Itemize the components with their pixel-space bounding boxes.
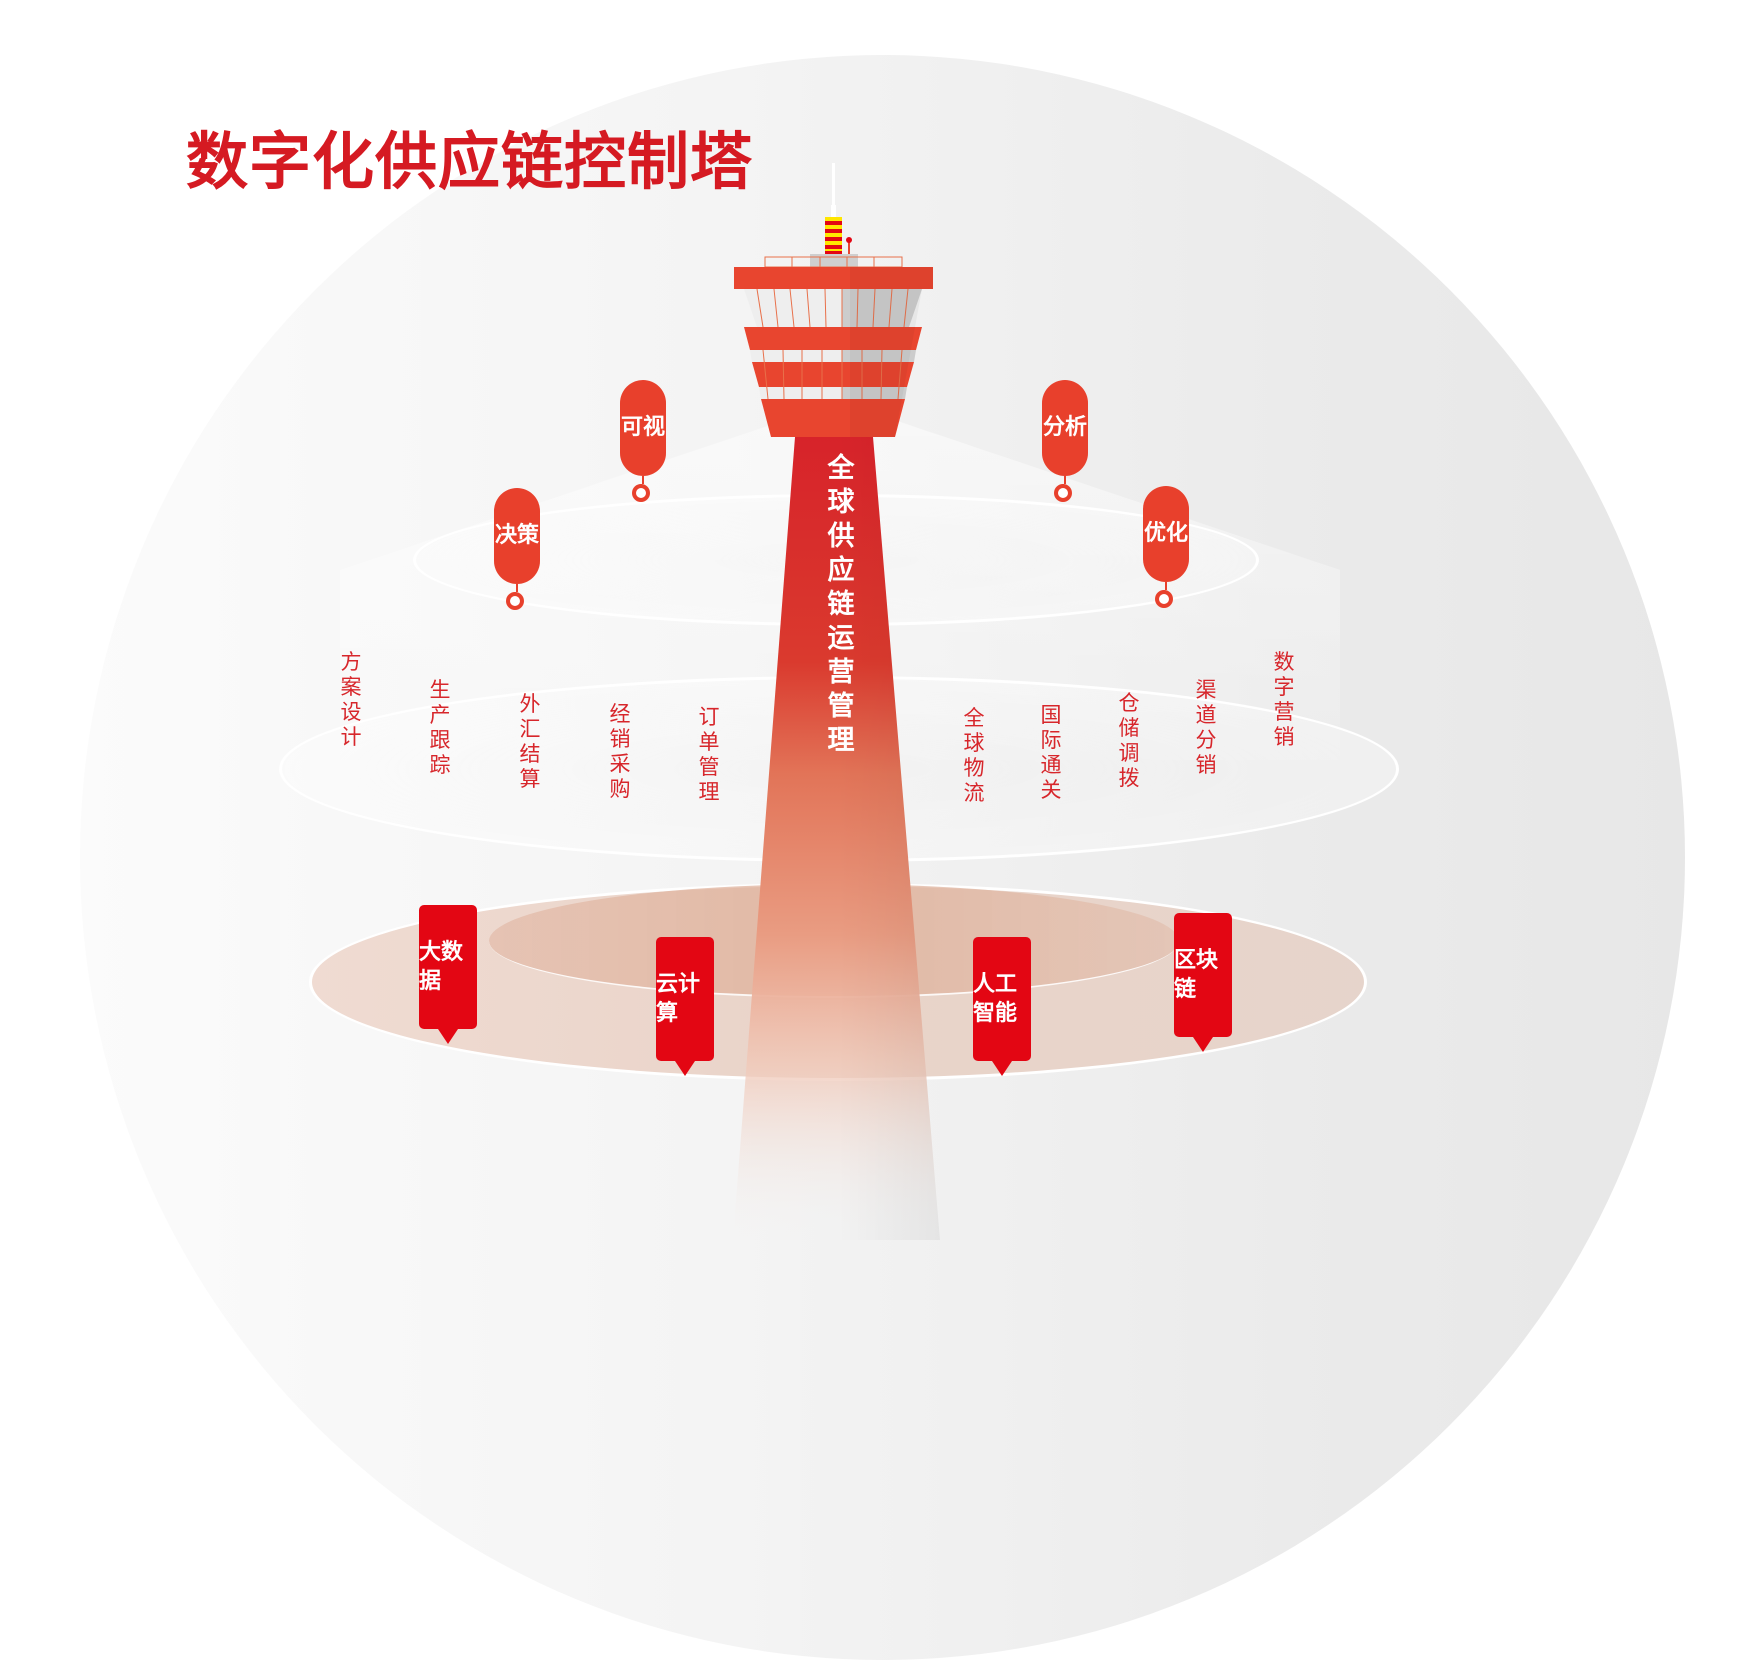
label-global-logistics: 全球物流: [963, 706, 985, 805]
label-channel-distribution: 渠道分销: [1195, 678, 1217, 777]
pill-dot-icon: [506, 592, 524, 610]
label-fx-settlement: 外汇结算: [519, 692, 541, 791]
label-customs-clearance: 国际通关: [1040, 703, 1062, 802]
tag-label: 区块链: [1174, 913, 1232, 1037]
pill-stem: [642, 476, 644, 484]
pill-dot-icon: [1155, 590, 1173, 608]
pill-dot-icon: [632, 484, 650, 502]
tag-pointer-icon: [992, 1061, 1012, 1076]
bottom-disc-inner: [489, 884, 1179, 998]
pill-label: 决策: [494, 488, 540, 584]
pill-label: 优化: [1143, 486, 1189, 582]
label-solution-design: 方案设计: [340, 650, 362, 749]
tag-ai: 人工智能: [973, 937, 1031, 1076]
pill-decision: 决策: [494, 488, 540, 610]
tag-label: 云计算: [656, 937, 714, 1061]
pill-label: 可视: [620, 380, 666, 476]
label-order-management: 订单管理: [698, 705, 720, 804]
tag-pointer-icon: [438, 1029, 458, 1044]
tag-blockchain: 区块链: [1174, 913, 1232, 1052]
pill-label: 分析: [1042, 380, 1088, 476]
pill-stem: [516, 584, 518, 592]
tag-big-data: 大数据: [419, 905, 477, 1044]
pill-dot-icon: [1054, 484, 1072, 502]
tag-pointer-icon: [675, 1061, 695, 1076]
tag-cloud-computing: 云计算: [656, 937, 714, 1076]
page-title: 数字化供应链控制塔: [186, 125, 754, 198]
pill-visibility: 可视: [620, 380, 666, 502]
tag-label: 人工智能: [973, 937, 1031, 1061]
label-production-tracking: 生产跟踪: [429, 678, 451, 777]
tag-label: 大数据: [419, 905, 477, 1029]
tower-label: 全球供应链运营管理: [827, 453, 855, 756]
label-warehouse-allocation: 仓储调拨: [1118, 691, 1140, 790]
label-digital-marketing: 数字营销: [1273, 650, 1295, 749]
pill-analysis: 分析: [1042, 380, 1088, 502]
label-distribution-procurement: 经销采购: [609, 702, 631, 801]
pill-stem: [1165, 582, 1167, 590]
pill-optimization: 优化: [1143, 486, 1189, 608]
tag-pointer-icon: [1193, 1037, 1213, 1052]
pill-stem: [1064, 476, 1066, 484]
